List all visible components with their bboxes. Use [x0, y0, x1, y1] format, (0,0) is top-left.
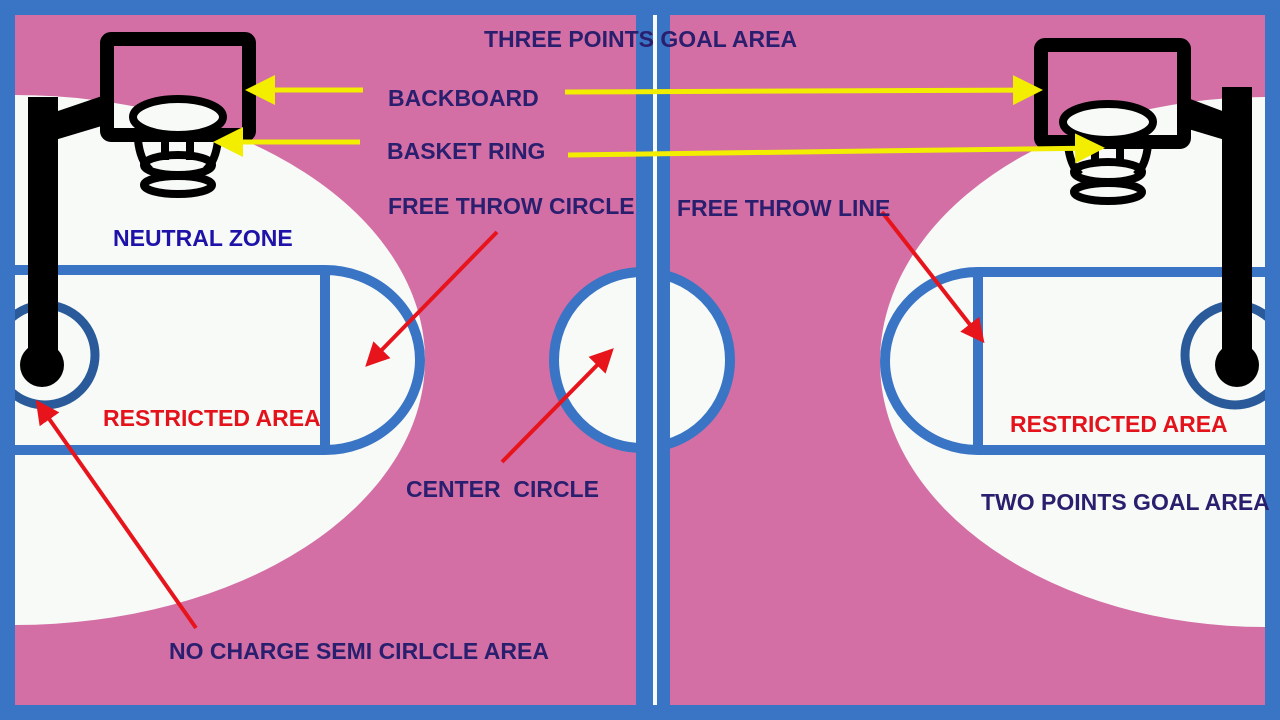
- right-restricted-lane: [880, 267, 1265, 455]
- arrow-backboard-right: [564, 75, 1043, 106]
- label-backboard: BACKBOARD: [388, 85, 539, 111]
- arrow-free-throw-circle: [365, 230, 499, 367]
- left-basket-ring-icon: [129, 95, 227, 198]
- yellow-pointers: [213, 75, 1105, 164]
- arrow-free-throw-line: [880, 210, 985, 344]
- center-line-stripe: [653, 15, 657, 705]
- arrow-center-circle: [500, 348, 614, 464]
- label-two-points: TWO POINTS GOAL AREA: [981, 489, 1270, 515]
- left-restricted-lane: [15, 265, 425, 455]
- label-neutral-zone: NEUTRAL ZONE: [113, 225, 293, 251]
- label-free-throw-circle: FREE THROW CIRCLE: [388, 193, 635, 219]
- left-two-point-area: [15, 95, 425, 625]
- label-free-throw-line: FREE THROW LINE: [677, 195, 890, 221]
- arrow-ring-right: [567, 133, 1105, 164]
- label-restricted-right: RESTRICTED AREA: [1010, 411, 1228, 437]
- left-hoop-icon: [20, 32, 256, 387]
- right-basket-ring-icon: [1059, 100, 1157, 205]
- label-no-charge: NO CHARGE SEMI CIRLCLE AREA: [169, 638, 549, 664]
- label-three-points: THREE POINTS GOAL AREA: [484, 26, 797, 52]
- right-hoop-icon: [1034, 38, 1259, 387]
- label-center-circle: CENTER CIRCLE: [406, 476, 599, 502]
- label-basket-ring: BASKET RING: [387, 138, 545, 164]
- red-pointers: [35, 210, 985, 630]
- label-restricted-left: RESTRICTED AREA: [103, 405, 321, 431]
- arrow-no-charge: [35, 399, 198, 630]
- right-two-point-area: [880, 97, 1265, 627]
